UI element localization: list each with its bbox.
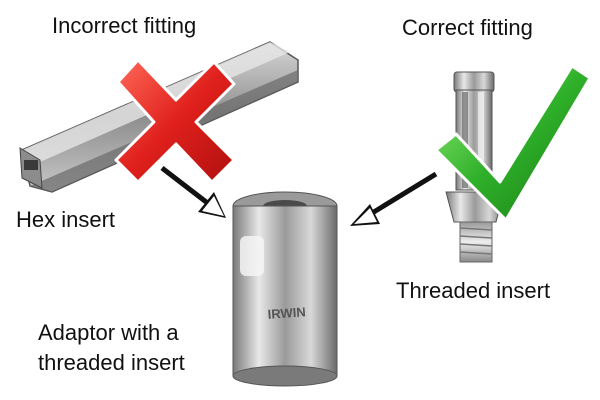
adaptor-label-line2: threaded insert: [38, 350, 185, 375]
threaded-insert-label: Threaded insert: [396, 278, 551, 303]
adaptor-image: [232, 191, 338, 387]
arrow-icon: [160, 166, 226, 218]
brand-mark: IRWIN: [267, 304, 306, 322]
red-cross-icon: [114, 58, 236, 184]
arrow-icon: [350, 171, 438, 226]
adaptor-label-line1: Adaptor with a: [38, 320, 179, 345]
hex-insert-label: Hex insert: [16, 207, 116, 232]
incorrect-fitting-title: Incorrect fitting: [52, 13, 197, 38]
correct-fitting-title: Correct fitting: [402, 15, 533, 40]
green-check-icon: [434, 64, 592, 222]
adaptor-label: Adaptor with a threaded insert: [38, 318, 248, 378]
